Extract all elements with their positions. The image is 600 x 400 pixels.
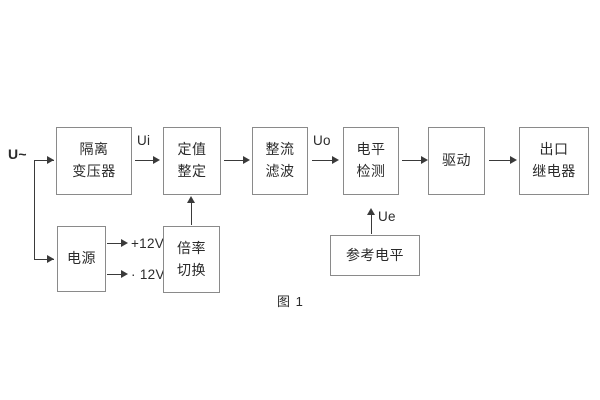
block-driver[interactable]: 驱动 xyxy=(428,127,485,195)
block-rectifier-filter-line2: 滤波 xyxy=(265,163,295,179)
wire-driver-to-output-relay xyxy=(489,160,513,161)
signal-label-ue: Ue xyxy=(378,209,396,224)
block-output-relay[interactable]: 出口 继电器 xyxy=(519,127,589,195)
block-setting-value-line1: 定值 xyxy=(177,141,207,158)
wire-power-supply-negative xyxy=(107,274,124,275)
wire-reference-level-to-level-detection xyxy=(371,211,372,234)
input-source-label: U~ xyxy=(8,146,27,162)
arrowhead-positive-supply-icon xyxy=(121,239,128,247)
block-isolation-transformer-line1: 隔离 xyxy=(79,141,109,158)
arrowhead-into-driver-icon xyxy=(421,156,428,164)
block-rectifier-filter-line1: 整流 xyxy=(265,141,295,158)
wire-power-supply-positive xyxy=(107,243,124,244)
arrowhead-into-setting-from-multiplier-icon xyxy=(187,196,195,203)
signal-label-uo: Uo xyxy=(313,133,331,148)
block-setting-value[interactable]: 定值 整定 xyxy=(163,127,221,195)
block-driver-line1: 驱动 xyxy=(442,152,471,169)
arrowhead-into-transformer-icon xyxy=(47,156,54,164)
block-level-detection-line2: 检测 xyxy=(356,163,386,179)
block-power-supply-line1: 电源 xyxy=(67,250,96,267)
wire-setting-to-rectifier xyxy=(224,160,246,161)
wire-level-detection-to-driver xyxy=(402,160,424,161)
arrowhead-negative-supply-icon xyxy=(121,270,128,278)
block-multiplier-switch-line1: 倍率 xyxy=(177,239,206,256)
block-output-relay-line1: 出口 xyxy=(539,141,569,158)
block-reference-level[interactable]: 参考电平 xyxy=(330,235,420,276)
wire-transformer-to-setting xyxy=(135,160,156,161)
block-reference-level-line1: 参考电平 xyxy=(346,246,404,263)
supply-positive-label: +12V xyxy=(131,236,165,251)
arrowhead-into-setting-icon xyxy=(153,156,160,164)
block-level-detection-line1: 电平 xyxy=(356,141,386,158)
block-power-supply[interactable]: 电源 xyxy=(57,226,106,292)
arrowhead-into-power-supply-icon xyxy=(47,255,54,263)
block-setting-value-line2: 整定 xyxy=(177,163,207,179)
block-isolation-transformer-line2: 变压器 xyxy=(72,163,116,179)
wire-multiplier-to-setting xyxy=(191,199,192,225)
wire-input-branch-vertical xyxy=(34,160,35,259)
wire-branch-to-transformer xyxy=(34,160,54,161)
arrowhead-into-output-relay-icon xyxy=(510,156,517,164)
figure-caption: 图 1 xyxy=(277,294,304,309)
supply-negative-label: · 12V xyxy=(131,267,165,282)
arrowhead-into-rectifier-icon xyxy=(243,156,250,164)
arrowhead-into-level-detection-from-reference-icon xyxy=(367,208,375,215)
block-level-detection[interactable]: 电平 检测 xyxy=(343,127,399,195)
arrowhead-into-level-detection-icon xyxy=(332,156,339,164)
block-output-relay-line2: 继电器 xyxy=(532,163,576,179)
block-multiplier-switch-line2: 切换 xyxy=(177,261,206,278)
wire-rectifier-to-level-detection xyxy=(312,160,335,161)
block-rectifier-filter[interactable]: 整流 滤波 xyxy=(252,127,308,195)
signal-label-ui: Ui xyxy=(137,133,151,148)
wire-branch-to-power-supply xyxy=(34,259,54,260)
block-isolation-transformer[interactable]: 隔离 变压器 xyxy=(56,127,132,195)
block-multiplier-switch[interactable]: 倍率 切换 xyxy=(163,226,220,293)
